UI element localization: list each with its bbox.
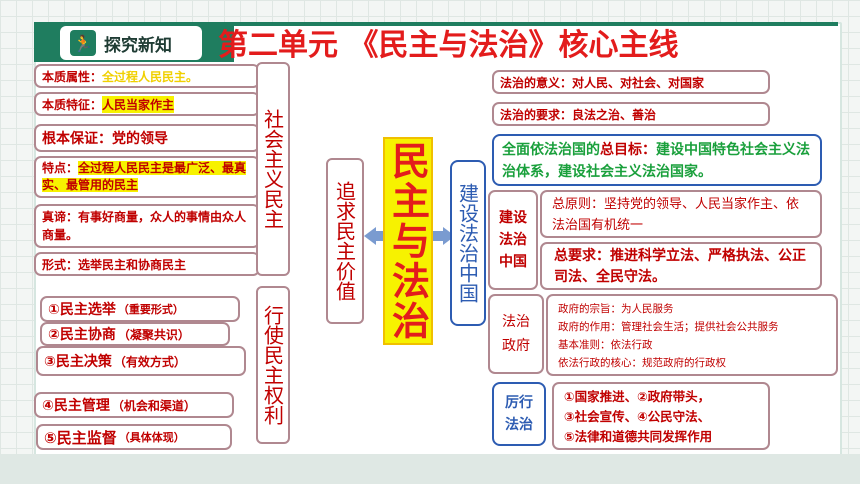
right-supervision-box: ⑤民主监督 （具体体现） bbox=[36, 424, 232, 450]
features-box: 特点：全过程人民民主是最广泛、最真实、最管用的民主 bbox=[34, 156, 260, 198]
header-teal-line bbox=[226, 22, 838, 26]
practice-label: 厉行法治 bbox=[505, 395, 533, 433]
center-topic-label: 民主与法治 bbox=[385, 141, 430, 341]
general-principle-text: 总原则：坚持党的领导、人民当家作主、依法治国有机统一 bbox=[552, 197, 800, 233]
arrow-left-shaft bbox=[374, 231, 384, 241]
goal-text: 建设中国特色社会主义法治体系，建设社会主义法治国家。 bbox=[502, 142, 810, 180]
build-law-china-box: 建设法治中国 bbox=[450, 160, 486, 326]
essence-feature-box: 本质特征： 人民当家作主 bbox=[34, 92, 260, 116]
law-requirement-text: 法治的要求：良法之治、善治 bbox=[500, 107, 657, 122]
law-gov-label-box: 法治政府 bbox=[488, 294, 544, 374]
right-decision-main: ③民主决策 bbox=[44, 354, 112, 370]
right-decision-box: ③民主决策 （有效方式） bbox=[36, 346, 246, 376]
gov-line-core: 依法行政的核心：规范政府的行政权 bbox=[558, 357, 726, 369]
pursue-value-label: 追求民主价值 bbox=[332, 181, 357, 301]
bottom-band bbox=[0, 454, 860, 484]
practice-details-box: ①国家推进、②政府带头， ③社会宣传、④公民守法、 ⑤法律和道德共同发挥作用 bbox=[552, 382, 770, 450]
essence-attribute-box: 本质属性： 全过程人民民主。 bbox=[34, 64, 260, 88]
general-principle-box: 总原则：坚持党的领导、人民当家作主、依法治国有机统一 bbox=[540, 190, 822, 238]
gov-line-role: 政府的作用：管理社会生活；提供社会公共服务 bbox=[558, 321, 779, 333]
right-supervision-main: ⑤民主监督 bbox=[44, 428, 117, 447]
page-title: 第二单元 《民主与法治》核心主线 bbox=[218, 20, 678, 64]
jianshe-label-box: 建设法治中国 bbox=[488, 190, 538, 290]
goal-key: 总目标： bbox=[600, 142, 656, 158]
forms-box: 形式：选举民主和协商民主 bbox=[34, 252, 260, 276]
right-decision-note: （有效方式） bbox=[113, 354, 186, 369]
right-management-note: （机会和渠道） bbox=[111, 398, 196, 413]
right-consultation-note: （凝聚共识） bbox=[117, 327, 190, 342]
goal-prefix: 全面依法治国的 bbox=[502, 142, 600, 158]
title-main: 《民主与法治》核心主线 bbox=[348, 28, 679, 63]
features-prefix: 特点： bbox=[42, 161, 79, 175]
law-meaning-text: 法治的意义：对人民、对社会、对国家 bbox=[500, 75, 705, 90]
right-management-box: ④民主管理 （机会和渠道） bbox=[34, 392, 234, 418]
overall-goal-box: 全面依法治国的总目标：建设中国特色社会主义法治体系，建设社会主义法治国家。 bbox=[492, 134, 822, 186]
practice-line-2: ③社会宣传、④公民守法、 bbox=[564, 409, 711, 424]
arrow-right-shaft bbox=[433, 231, 445, 241]
right-management-main: ④民主管理 bbox=[42, 398, 110, 414]
right-election-main: ①民主选举 bbox=[48, 302, 116, 318]
right-election-note: （重要形式） bbox=[117, 303, 184, 316]
essence-feature-prefix: 本质特征： bbox=[42, 97, 103, 112]
right-supervision-note: （具体体现） bbox=[118, 431, 185, 444]
forms-text: 形式：选举民主和协商民主 bbox=[42, 257, 187, 272]
practice-line-1: ①国家推进、②政府带头， bbox=[564, 389, 711, 404]
right-consultation-main: ②民主协商 bbox=[48, 327, 116, 343]
pursue-value-box: 追求民主价值 bbox=[326, 158, 364, 324]
law-gov-label: 法治政府 bbox=[502, 314, 530, 354]
essence-feature-text: 人民当家作主 bbox=[102, 95, 175, 113]
center-topic-box: 民主与法治 bbox=[383, 137, 433, 345]
rights-label: 行使民主权利 bbox=[260, 305, 285, 425]
truth-prefix: 真谛： bbox=[42, 210, 79, 224]
general-requirement-text: 总要求：推进科学立法、严格执法、公正司法、全民守法。 bbox=[554, 248, 806, 285]
arrow-left-head bbox=[364, 227, 376, 245]
running-person-icon: 🏃 bbox=[70, 30, 96, 56]
right-election-box: ①民主选举 （重要形式） bbox=[40, 296, 240, 322]
build-law-china-label: 建设法治中国 bbox=[455, 183, 480, 303]
law-meaning-box: 法治的意义：对人民、对社会、对国家 bbox=[492, 70, 770, 94]
section-tag: 🏃 探究新知 bbox=[60, 26, 202, 60]
socialist-democracy-label-box: 社会主义民主 bbox=[256, 62, 290, 276]
section-tag-label: 探究新知 bbox=[104, 35, 172, 56]
title-unit: 第二单元 bbox=[218, 28, 338, 63]
essence-attribute-text: 全过程人民民主。 bbox=[102, 69, 199, 84]
law-requirement-box: 法治的要求：良法之治、善治 bbox=[492, 102, 770, 126]
law-gov-details-box: 政府的宗旨：为人民服务 政府的作用：管理社会生活；提供社会公共服务 基本准则：依… bbox=[546, 294, 838, 376]
gov-line-principle: 基本准则：依法行政 bbox=[558, 339, 653, 351]
fundamental-guarantee-text: 根本保证：党的领导 bbox=[42, 131, 168, 147]
jianshe-label: 建设法治中国 bbox=[499, 210, 527, 270]
gov-line-purpose: 政府的宗旨：为人民服务 bbox=[558, 303, 674, 315]
practice-label-box: 厉行法治 bbox=[492, 382, 546, 446]
rights-label-box: 行使民主权利 bbox=[256, 286, 290, 444]
practice-line-3: ⑤法律和道德共同发挥作用 bbox=[564, 429, 713, 444]
essence-attribute-prefix: 本质属性： bbox=[42, 69, 103, 84]
fundamental-guarantee-box: 根本保证：党的领导 bbox=[34, 124, 260, 152]
socialist-democracy-label: 社会主义民主 bbox=[260, 109, 285, 229]
general-requirement-box: 总要求：推进科学立法、严格执法、公正司法、全民守法。 bbox=[540, 242, 822, 290]
truth-text: 有事好商量，众人的事情由众人商量。 bbox=[42, 210, 247, 242]
essence-truth-box: 真谛：有事好商量，众人的事情由众人商量。 bbox=[34, 204, 260, 248]
right-consultation-box: ②民主协商 （凝聚共识） bbox=[40, 322, 230, 346]
